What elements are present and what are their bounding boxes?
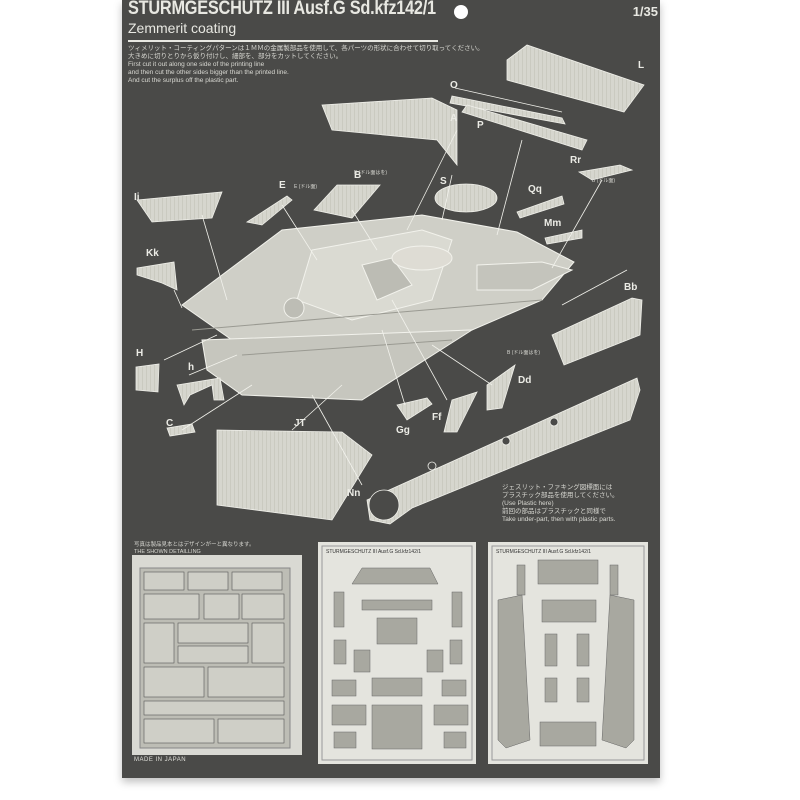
part-C [166,423,196,437]
instruction-line-3: First cut it out along one side of the p… [128,61,265,68]
part-label: C [166,418,174,429]
side-note-2: プラスチック部品を使用してください。 [502,492,619,499]
part-L [506,44,645,113]
note-dd: B (ドル面はを) [507,350,541,356]
part-O [449,95,566,125]
part-label: P [477,120,484,131]
made-in-label: MADE IN JAPAN [134,757,187,763]
part-label: O [450,80,458,91]
part-E [245,195,293,226]
instruction-sheet: STURMGESCHUTZ III Ausf.G Sd.kfz142/1 1/3… [122,0,660,778]
part-JT [216,429,373,521]
tank-hull-drawing [181,214,575,401]
part-label: L [638,60,645,71]
part-Kk [136,261,178,291]
part-label: Mm [544,218,562,229]
part-A [321,97,458,167]
part-H [135,363,160,393]
zimmerit-parts [135,44,645,525]
part-label: Nn [347,488,361,499]
punch-hole [454,5,468,19]
part-label: JT [294,418,306,429]
title-underline [128,40,438,42]
leader-lines [163,87,628,486]
sheet-subtitle: Zemmerit coating [128,20,237,36]
part-Mm [544,229,583,245]
part-label: h [188,362,195,373]
instruction-line-1: ツィメリット・コーティングパターンは１ＭＭの金属製部品を使用して、各パーツの形状… [128,45,484,52]
part-S [434,183,498,213]
part-label: Gg [396,425,410,436]
note-rr: B (ドル面) [592,178,616,184]
side-note-4: 前回の部品はプラスチックと同様で [502,508,606,515]
scale-label: 1/35 [632,4,658,19]
part-Gg [396,397,433,421]
part-label: Kk [146,248,159,259]
thumbnail-left [132,555,302,755]
part-label: Bb [624,282,638,293]
part-Ff [443,391,478,433]
part-label: E [279,180,286,191]
illustration-canvas [132,44,648,764]
part-label: Ii [134,192,140,203]
part-Qq [516,195,565,219]
part-h [176,377,225,406]
mid-thumb-header: STURMGESCHUTZ III Ausf.G Sd.kfz142/1 [326,549,422,555]
part-label: Qq [528,184,542,195]
note-e: E (ドル面) [294,184,318,190]
right-thumb-header: STURMGESCHUTZ III Ausf.G Sd.kfz142/1 [496,549,592,555]
thumb-caption-1: 写真は製品見本とはデザインがーと異なります。 [134,542,255,548]
part-label: S [440,176,447,187]
part-label: B [354,170,362,181]
sheet-title: STURMGESCHUTZ III Ausf.G Sd.kfz142/1 [128,0,436,19]
part-P [461,104,588,151]
part-Dd [486,363,516,411]
side-note-5: Take under-part, then with plastic parts… [502,516,616,523]
side-note-3: (Use Plastic here) [502,500,554,507]
instruction-line-2: 大きめに切りとりから仮り付けし、細部を、部分をカットしてください。 [128,53,343,60]
side-note-1: ジェスリット・ファキング図標面には [502,484,613,491]
part-B [313,184,381,219]
instruction-line-5: And cut the surplus off the plastic part… [128,77,239,84]
thumbnail-right [488,542,648,764]
part-label: A [450,113,458,124]
part-label: H [136,348,144,359]
instruction-line-4: and then cut the other sides bigger than… [128,69,289,76]
thumb-caption-2: THE SHOWN DETAILLING [134,549,201,555]
part-label: Rr [570,155,582,166]
part-Nn [366,377,641,525]
part-label: Dd [518,375,532,386]
part-Rr [577,164,634,181]
part-Bb [551,297,643,366]
part-label: Ff [432,412,442,423]
thumbnail-middle [318,542,476,764]
part-Ii [136,191,223,223]
note-b: B (ドル面はを) [354,170,388,176]
